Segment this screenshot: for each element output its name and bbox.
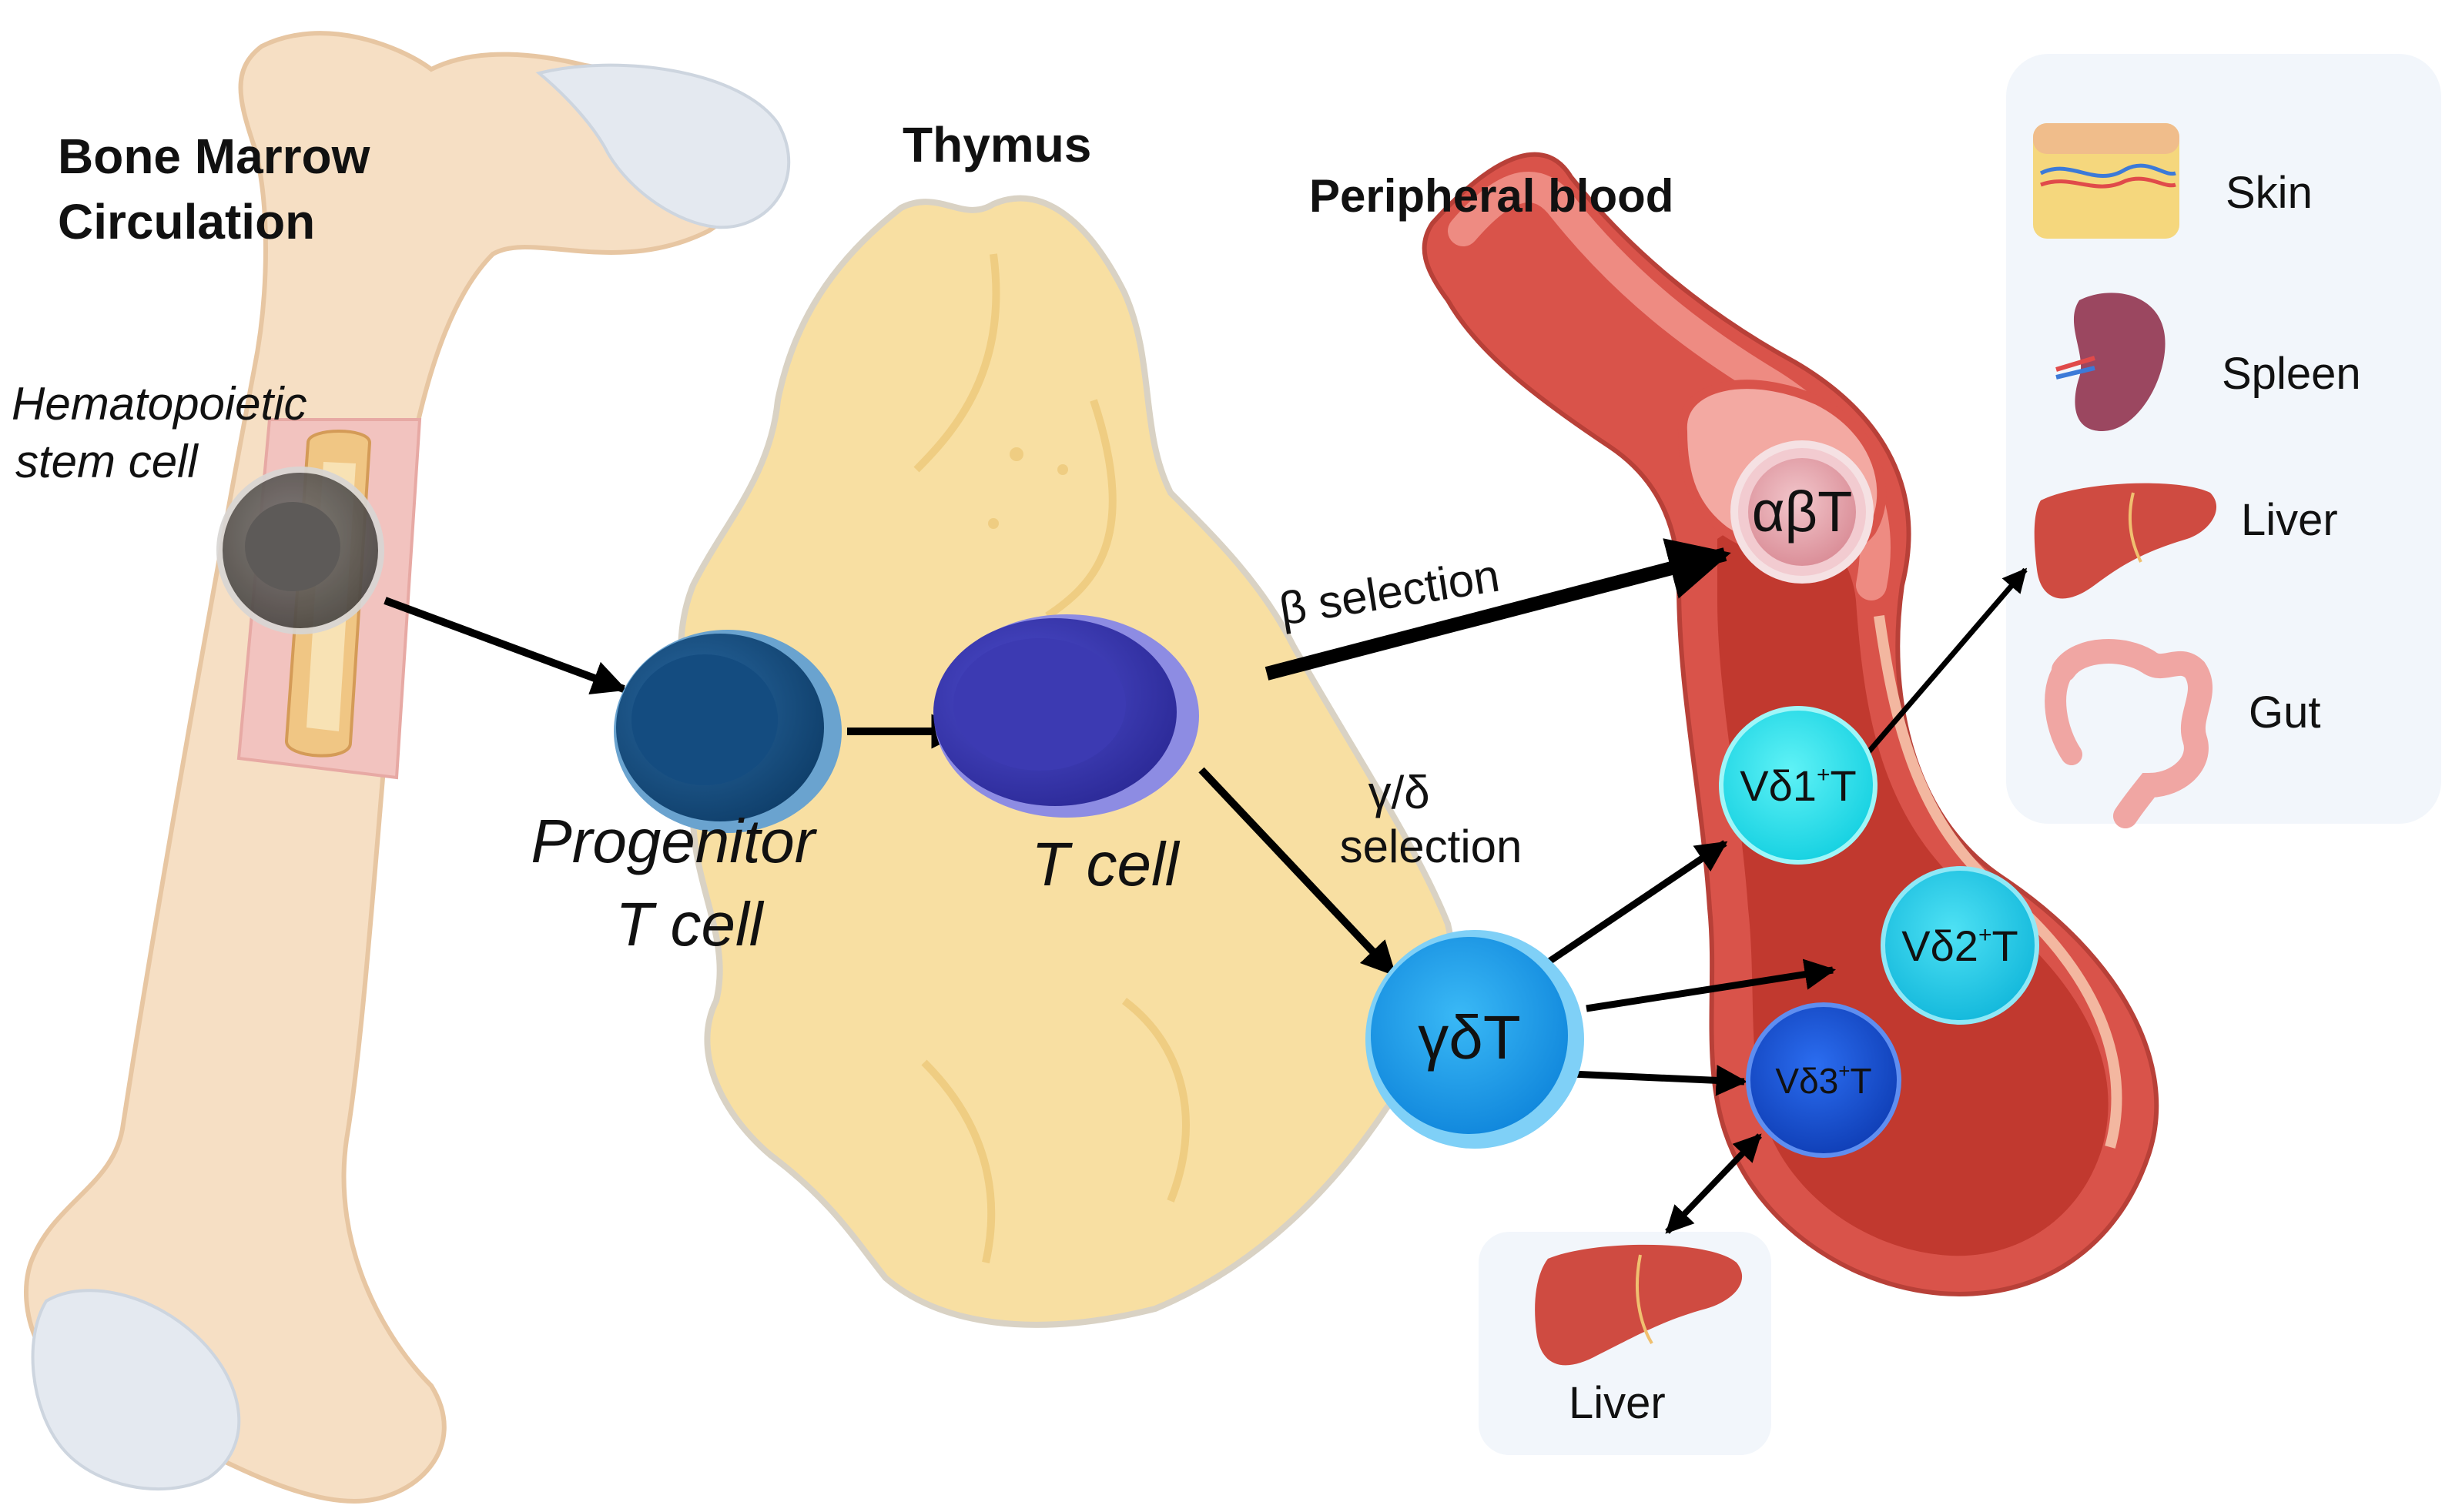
- thymus-fold-2: [1045, 399, 1117, 620]
- progenitor-label-line1: Progenitor: [531, 807, 817, 875]
- arrow-gd-selection: [1198, 767, 1397, 977]
- bone-marrow-title: Bone Marrow Circulation: [58, 129, 384, 249]
- ab-t-cell: [1730, 440, 1874, 584]
- gut-icon: [2045, 639, 2212, 828]
- vd3-t-cell: [1746, 1002, 1901, 1158]
- gd-t-label: γδT: [1418, 1003, 1520, 1072]
- progenitor-label: Progenitor T cell: [531, 807, 832, 958]
- arrows: [384, 538, 2028, 1234]
- vd2-t-cell: [1881, 866, 2039, 1025]
- peripheral-blood-title: Peripheral blood: [1309, 170, 1673, 222]
- thymus-fold-4: [1121, 998, 1190, 1203]
- t-cell: [933, 614, 1199, 818]
- bottom-liver-panel: Liver: [1479, 1232, 1771, 1455]
- skin-icon: [2033, 123, 2179, 239]
- bone-marrow-title-line1: Bone Marrow: [58, 129, 370, 184]
- organ-panel-background: [2006, 54, 2441, 824]
- thymus-fold-3: [921, 1059, 996, 1264]
- hsc-label: Hematopoietic stem cell: [12, 378, 320, 487]
- ab-t-label: αβT: [1752, 480, 1853, 544]
- vd1-label: Vδ1+T: [1740, 761, 1856, 810]
- hsc-cell: [216, 467, 384, 634]
- arrow-gd-to-vd1: [1546, 840, 1728, 965]
- vd2-label: Vδ2+T: [1901, 922, 2018, 970]
- organ-panel: Skin Spleen Liver Gut: [2006, 54, 2441, 828]
- gd-selection-line1: γ/δ: [1368, 767, 1430, 818]
- thymus-title: Thymus: [903, 117, 1091, 172]
- vd1-t-cell: [1719, 706, 1878, 865]
- arrow-vd3-to-liver: [1665, 1133, 1762, 1234]
- spleen-icon: [2055, 293, 2166, 431]
- organ-label-skin: Skin: [2226, 168, 2313, 218]
- arrow-gd-to-vd3: [1570, 1065, 1748, 1096]
- arrow-vd1-to-organs: [1857, 567, 2028, 764]
- bottom-liver-icon: [1535, 1244, 1743, 1366]
- arrow-hsc-to-progenitor: [384, 597, 628, 695]
- organ-label-gut: Gut: [2249, 687, 2321, 738]
- arrow-beta-selection: [1265, 538, 1731, 681]
- bone-top-cartilage: [535, 63, 791, 229]
- organ-label-spleen: Spleen: [2222, 349, 2361, 399]
- hsc-label-line1: Hematopoietic: [12, 378, 307, 430]
- bottom-liver-label: Liver: [1569, 1378, 1666, 1428]
- bone-bottom-cartilage: [31, 1289, 241, 1491]
- arrow-gd-to-vd2: [1586, 958, 1837, 1012]
- organ-label-liver: Liver: [2241, 495, 2338, 545]
- progenitor-label-line2: T cell: [615, 890, 764, 958]
- vd3-label: Vδ3+T: [1775, 1059, 1871, 1101]
- gd-selection-label: γ/δ selection: [1340, 767, 1522, 872]
- gd-selection-line2: selection: [1340, 821, 1522, 872]
- t-cell-label: T cell: [1031, 830, 1180, 898]
- progenitor-t-cell: [614, 630, 842, 833]
- thymus-fold-1: [913, 253, 1000, 473]
- gd-t-cell: [1365, 930, 1584, 1149]
- bone-marrow-title-line2: Circulation: [58, 194, 315, 249]
- hsc-label-line2: stem cell: [15, 436, 199, 487]
- liver-icon: [2034, 483, 2217, 599]
